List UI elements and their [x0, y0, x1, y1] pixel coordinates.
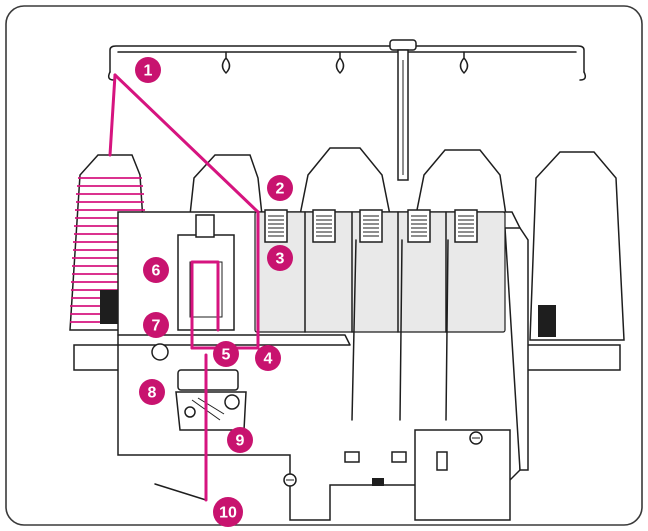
- step-badge-label: 7: [152, 318, 161, 335]
- tension-dial-2: [312, 209, 336, 243]
- step-badge-label: 2: [276, 181, 285, 198]
- latch: [436, 451, 448, 471]
- eyelet-hooks: [221, 51, 469, 74]
- tension-dial-4: [407, 209, 431, 243]
- step-badge-label: 8: [148, 385, 157, 402]
- step-badge-7: 7: [143, 312, 169, 338]
- tension-dials: [264, 209, 478, 243]
- step-badge-10: 10: [213, 497, 243, 527]
- thread-path: [108, 73, 260, 502]
- thread-guide-bar: [107, 39, 587, 181]
- guide-rod-cap: [389, 39, 417, 51]
- tension-dial-3: [359, 209, 383, 243]
- cone-magenta: [69, 154, 151, 331]
- step-badge-8: 8: [139, 379, 165, 405]
- step-badge-label: 10: [219, 505, 237, 522]
- step-badge-label: 9: [236, 433, 245, 450]
- step-badge-6: 6: [143, 257, 169, 283]
- step-badge-label: 4: [264, 351, 273, 368]
- latch: [391, 451, 407, 463]
- tension-dial-1: [264, 209, 288, 243]
- step-badge-4: 4: [255, 345, 281, 371]
- step-badge-3: 3: [267, 245, 293, 271]
- step-badge-9: 9: [227, 427, 253, 453]
- latch: [344, 451, 360, 463]
- tension-dial-5: [454, 209, 478, 243]
- step-badge-label: 5: [222, 347, 231, 364]
- step-badge-label: 1: [144, 63, 153, 80]
- latch-knob: [372, 478, 384, 486]
- step-badge-label: 6: [152, 263, 161, 280]
- guide-wires: [351, 239, 449, 421]
- step-badges: 1 2 3 4 5 6 7 8 9 10: [135, 57, 293, 527]
- cone-5: [529, 151, 625, 341]
- step-badge-1: 1: [135, 57, 161, 83]
- step-badge-label: 3: [276, 251, 285, 268]
- step-badge-5: 5: [213, 341, 239, 367]
- step-badge-2: 2: [267, 175, 293, 201]
- side-cover: [414, 429, 511, 521]
- thread-cones: [69, 147, 625, 341]
